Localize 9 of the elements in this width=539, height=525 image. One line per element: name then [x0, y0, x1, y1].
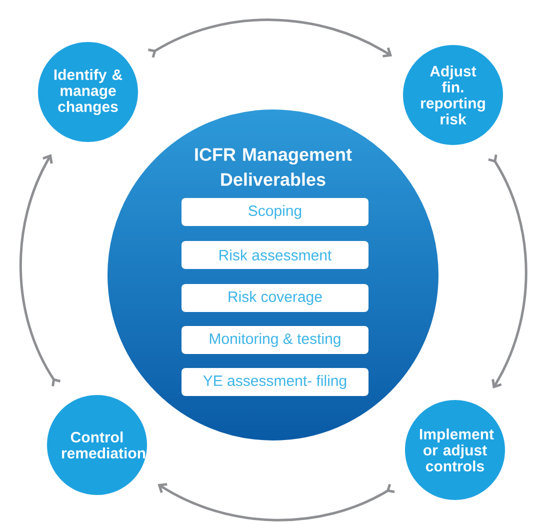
- deliverable-box: Risk coverage: [182, 284, 368, 312]
- cycle-arrow: [19, 154, 61, 386]
- deliverable-box: YE assessment- filing: [182, 368, 368, 396]
- deliverable-box: Scoping: [182, 198, 368, 226]
- deliverable-box: Monitoring & testing: [182, 326, 368, 354]
- deliverable-box: Risk assessment: [182, 241, 368, 269]
- cycle-arrow: [148, 18, 392, 58]
- cycle-arrow: [158, 482, 395, 522]
- cycle-arrow: [488, 154, 528, 389]
